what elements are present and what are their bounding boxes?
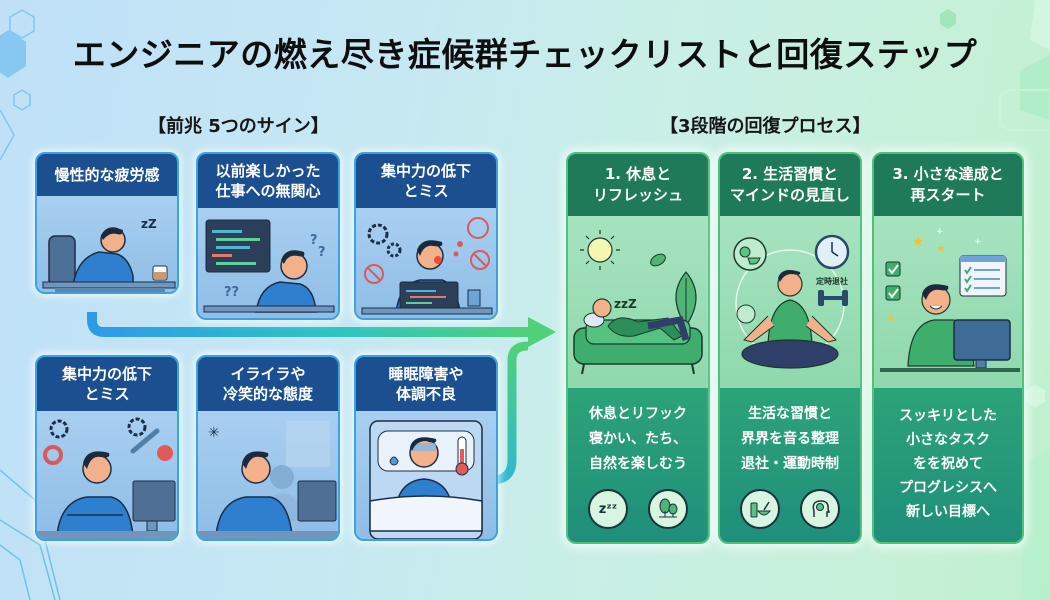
trees-icon (648, 489, 688, 529)
svg-text:zZ: zZ (141, 217, 157, 231)
svg-text:✳: ✳ (208, 425, 220, 441)
step-text-line: 生活な習慣と (748, 406, 832, 422)
step-title-line: リフレッシュ (592, 186, 683, 204)
step-text-line: 退社・運動時制 (741, 456, 839, 472)
mind-head-icon (800, 489, 840, 529)
sign-card-title-line: 以前楽しかった (215, 162, 321, 180)
sick-in-bed-icon (369, 420, 483, 539)
sign-card-title-line: 仕事への無関心 (215, 182, 321, 200)
step-text-line: 寝かい、たち、 (589, 431, 687, 447)
tired-at-desk-icon: zZ (42, 217, 176, 292)
resting-on-sofa-icon: zzZ (573, 230, 703, 375)
sign-card-chronic-fatigue: 慢性的な疲労感 zZ (35, 152, 179, 294)
checklist-success-icon: ★ ★ ★ + + (880, 227, 1020, 372)
sign-card-title-line: とミス (403, 182, 449, 200)
sign-card-title-line: 体調不良 (395, 385, 456, 403)
svg-text:★: ★ (936, 242, 946, 255)
step-title-line: マインドの見直し (729, 186, 850, 204)
step-text-line: をを祝めて (913, 456, 983, 472)
step-text-line: 休息とリフック (589, 406, 687, 422)
step-title-line: 再スタート (910, 186, 986, 204)
recovery-section-label: 【3段階の回復プロセス】 (660, 116, 871, 137)
step-text-line: プログレシスへ (899, 480, 997, 496)
sign-card-loss-of-interest: 以前楽しかった 仕事への無関心 ? ? ?? (196, 152, 340, 320)
svg-text:★: ★ (886, 312, 896, 325)
sign-card-concentration-errors: 集中力の低下 とミス (35, 355, 179, 541)
step-card-rest-refresh: 1. 休息と リフレッシュ zzZ 休息とリフック (566, 152, 710, 544)
step-text-line: 自然を楽しむう (589, 456, 687, 472)
sign-card-concentration-loss: 集中力の低下 とミス (354, 152, 498, 320)
distracted-at-laptop-icon (361, 217, 493, 315)
sleep-zzz-icon: zᶻᶻ (588, 489, 628, 529)
svg-text:?: ? (310, 233, 318, 248)
frustrated-arms-crossed-icon (37, 417, 177, 539)
step-title-line: 3. 小さな達成と (892, 165, 1004, 183)
svg-text:?: ? (318, 245, 326, 260)
step-text-line: 小さなタスク (906, 432, 990, 448)
sign-card-title-line: 睡眠障害や (388, 365, 464, 383)
irritated-arms-crossed-icon: ✳ (198, 421, 338, 539)
step-text-line: 界界を音る整理 (741, 431, 839, 447)
svg-text:zzZ: zzZ (614, 297, 637, 311)
step-title-line: 2. 生活習慣と (741, 165, 839, 183)
step-text-line: 新しい目標へ (906, 504, 990, 520)
svg-text:★: ★ (912, 234, 925, 250)
sign-card-title-line: イライラや (230, 365, 306, 383)
sign-card-irritability: イライラや 冷笑的な態度 ✳ (196, 355, 340, 541)
svg-text:??: ?? (224, 285, 239, 300)
illustration-caption: 定時退社 (815, 276, 848, 286)
meditation-icon: 定時退社 (733, 234, 850, 369)
healthy-meal-icon (740, 489, 780, 529)
sign-card-title-line: 集中力の低下 (380, 162, 471, 180)
confused-at-code-icon: ? ? ?? (203, 219, 335, 313)
sign-card-title: 慢性的な疲労感 (37, 154, 177, 196)
sign-card-title-line: 冷笑的な態度 (222, 385, 313, 403)
svg-text:+: + (974, 237, 982, 247)
svg-text:+: + (936, 227, 944, 237)
sign-card-title-line: とミス (84, 385, 130, 403)
step-text-line: スッキリとした (899, 408, 997, 424)
signs-section-label: 【前兆 5つのサイン】 (148, 116, 329, 137)
step-title-line: 1. 休息と (604, 165, 672, 183)
step-card-lifestyle-mindset: 2. 生活習慣と マインドの見直し 定時退社 生活な習慣と 界界を音る整理 (718, 152, 862, 544)
sign-card-sleep-health: 睡眠障害や 体調不良 (354, 355, 498, 541)
step-card-small-wins-restart: 3. 小さな達成と 再スタート ★ ★ ★ + + (872, 152, 1024, 544)
page-title: エンジニアの燃え尽き症候群チェックリストと回復ステップ (72, 35, 978, 74)
sign-card-title-line: 集中力の低下 (61, 365, 152, 383)
